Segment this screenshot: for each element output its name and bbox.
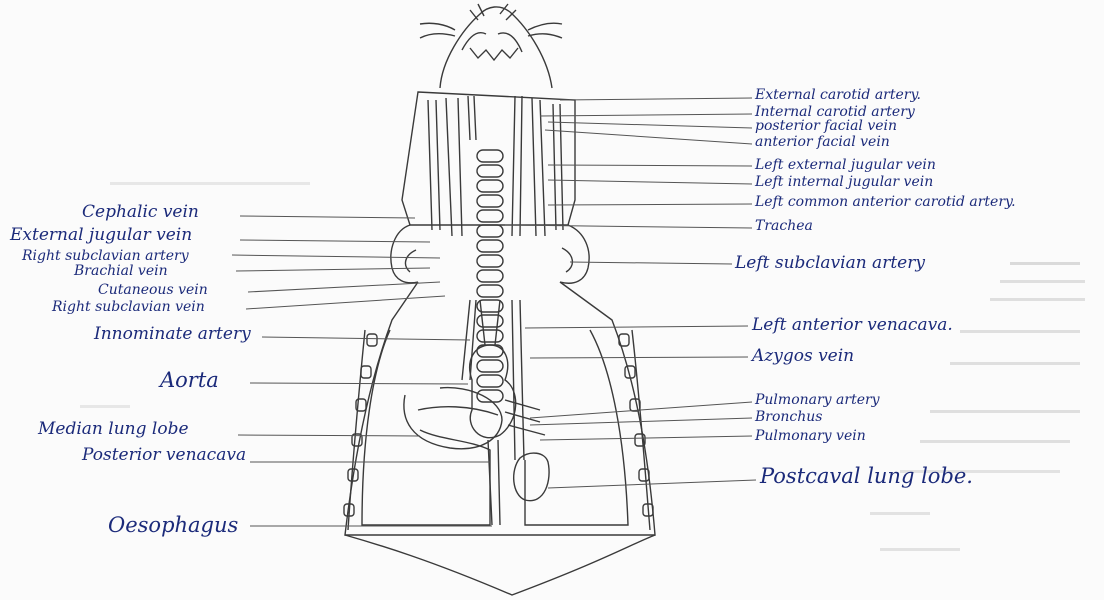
leader-line (236, 268, 430, 271)
label-right-subclavian-vein: Right subclavian vein (52, 300, 205, 314)
leader-line (262, 337, 470, 340)
leader-line (548, 180, 752, 184)
trachea-ring (477, 180, 503, 192)
leader-line (505, 225, 752, 228)
trachea-ring (477, 255, 503, 267)
trachea-ring (477, 375, 503, 387)
label-posterior-venacava: Posterior venacava (82, 447, 246, 464)
trachea-ring (477, 270, 503, 282)
label-right-subclavian-artery: Right subclavian artery (22, 249, 189, 263)
leader-line (246, 296, 445, 309)
lungs (362, 330, 628, 525)
label-pulmonary-artery: Pulmonary artery (755, 393, 880, 407)
label-aorta: Aorta (160, 370, 219, 391)
label-left-external-jugular-vein: Left external jugular vein (755, 158, 936, 172)
label-left-common-anterior-carotid-artery: Left common anterior carotid artery. (755, 195, 1016, 209)
label-bronchus: Bronchus (755, 410, 822, 424)
trachea-ring (477, 315, 503, 327)
label-cephalic-vein: Cephalic vein (82, 204, 199, 221)
leader-line (240, 240, 430, 242)
leader-line (530, 357, 748, 358)
trachea-ring (477, 150, 503, 162)
leader-line (570, 262, 732, 264)
trachea-ring (477, 195, 503, 207)
trachea-ring (477, 360, 503, 372)
label-internal-carotid-artery: Internal carotid artery (755, 105, 915, 119)
leader-line (540, 436, 752, 440)
label-innominate-artery: Innominate artery (94, 326, 251, 343)
label-external-carotid-artery: External carotid artery. (755, 88, 921, 102)
trachea-ring (477, 210, 503, 222)
label-median-lung-lobe: Median lung lobe (38, 421, 189, 438)
leader-line (548, 122, 752, 128)
label-azygos-vein: Azygos vein (752, 348, 854, 365)
leader-line (250, 383, 468, 384)
leader-line (238, 435, 420, 436)
leader-line (540, 114, 752, 116)
leader-line (548, 480, 756, 488)
rib-node (367, 334, 377, 346)
head-outline (420, 4, 562, 88)
label-left-subclavian-artery: Left subclavian artery (735, 255, 925, 272)
label-posterior-facial-vein: posterior facial vein (755, 119, 897, 133)
label-cutaneous-vein: Cutaneous vein (98, 283, 208, 297)
leader-line (560, 98, 752, 100)
forelimb-stubs (391, 225, 589, 283)
leader-line (525, 326, 748, 328)
leader-line (548, 165, 752, 166)
trachea-rings (477, 150, 503, 402)
trachea-ring (477, 225, 503, 237)
label-trachea: Trachea (755, 219, 813, 233)
leader-line (545, 130, 752, 144)
label-brachial-vein: Brachial vein (74, 264, 168, 278)
label-left-anterior-venacava: Left anterior venacava. (752, 317, 953, 334)
neck-region (402, 92, 575, 236)
trachea-ring (477, 330, 503, 342)
label-external-jugular-vein: External jugular vein (10, 227, 192, 244)
leader-line (240, 216, 415, 218)
trachea-ring (477, 165, 503, 177)
label-postcaval-lung-lobe: Postcaval lung lobe. (760, 466, 973, 487)
label-oesophagus: Oesophagus (108, 515, 238, 536)
label-pulmonary-vein: Pulmonary vein (755, 429, 866, 443)
trachea-ring (477, 285, 503, 297)
label-anterior-facial-vein: anterior facial vein (755, 135, 890, 149)
leader-line (548, 204, 752, 205)
trachea-ring (477, 240, 503, 252)
rib-node (361, 366, 371, 378)
label-left-internal-jugular-vein: Left internal jugular vein (755, 175, 933, 189)
leader-line (248, 282, 440, 292)
heart-vessels (462, 300, 545, 525)
